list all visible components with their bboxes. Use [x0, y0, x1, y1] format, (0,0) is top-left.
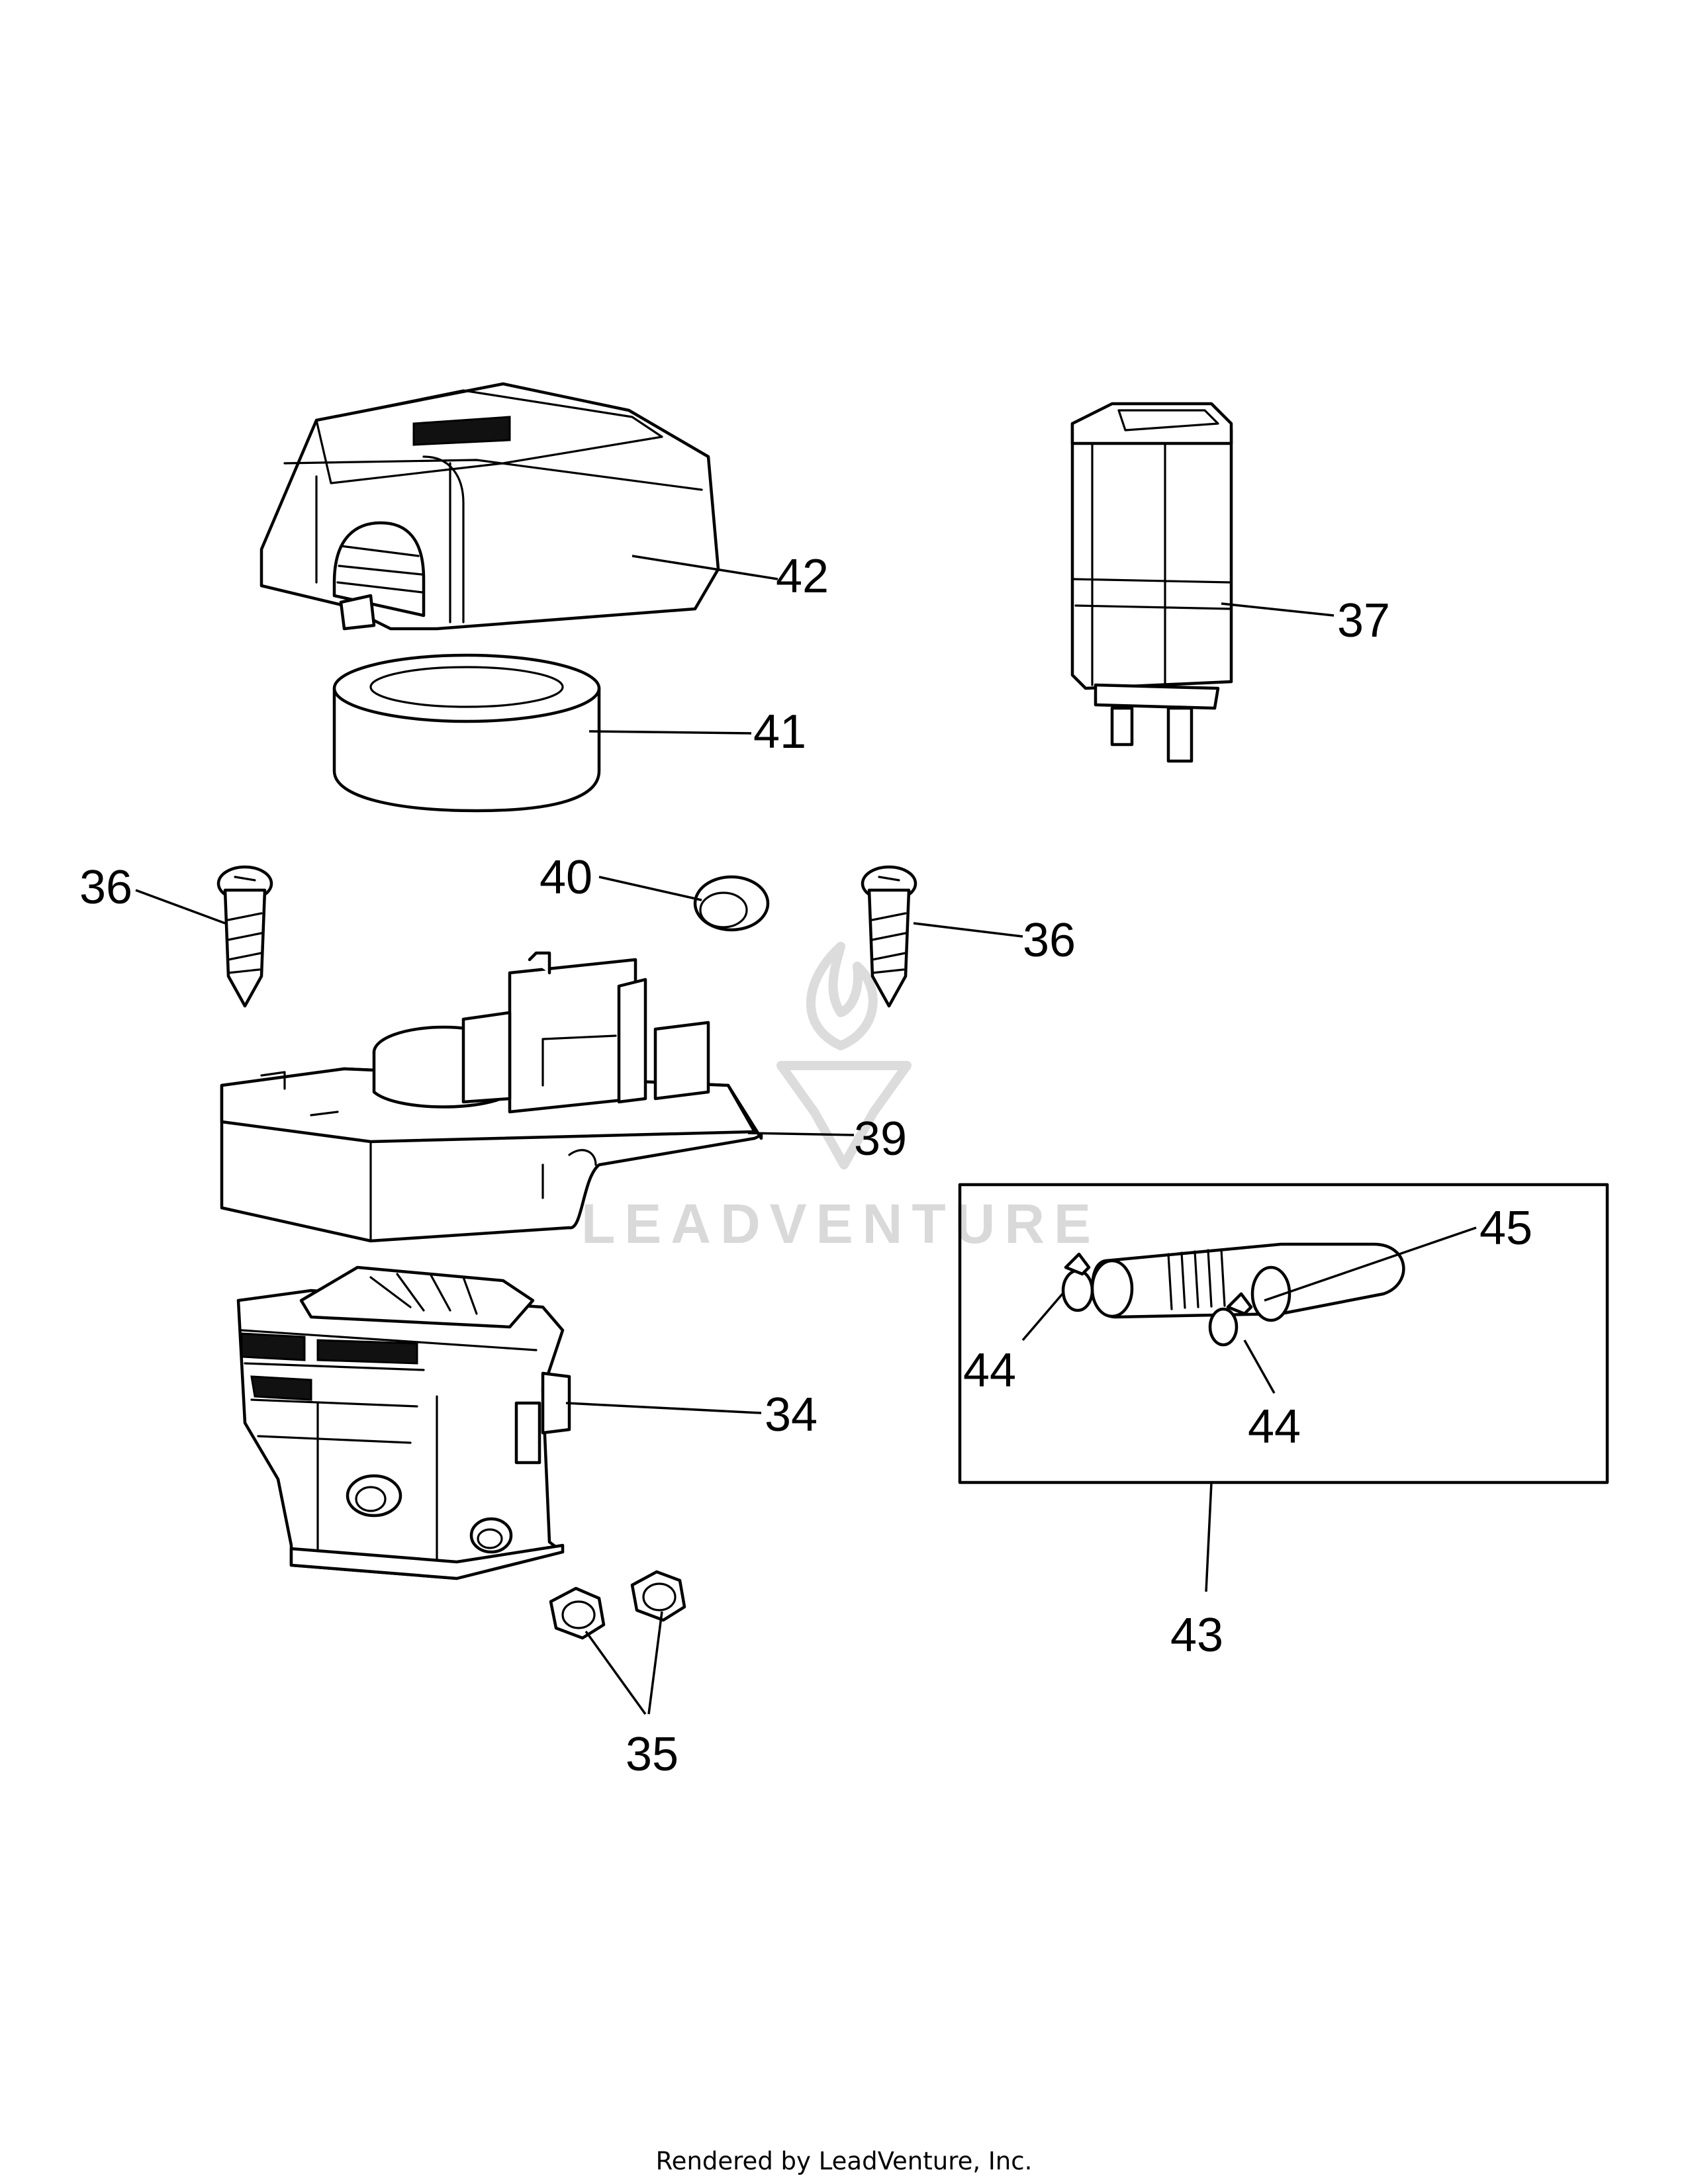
callout-45: 45: [1479, 1202, 1532, 1255]
callout-34: 34: [765, 1388, 818, 1441]
footer-credit: Rendered by LeadVenture, Inc.: [656, 2147, 1033, 2175]
part-34-housing: [236, 1265, 571, 1580]
part-45-hose: [1090, 1242, 1405, 1322]
callout-41: 41: [753, 705, 806, 758]
part-41-foam-filter: [332, 653, 601, 813]
callout-39: 39: [854, 1113, 907, 1165]
callout-44-right: 44: [1248, 1400, 1301, 1453]
leader-lines: [135, 555, 1477, 1715]
part-35-nut-right: [630, 1570, 686, 1622]
part-44-clamp-right: [1208, 1292, 1253, 1347]
callout-42: 42: [776, 550, 829, 603]
part-37-relay: [1070, 402, 1233, 763]
callout-35: 35: [626, 1728, 679, 1781]
watermark-flame-icon: [806, 942, 878, 1050]
watermark: LEADVENTURE: [581, 942, 1100, 1255]
callout-44-left: 44: [963, 1344, 1016, 1397]
kit-43-box: [958, 1183, 1609, 1484]
part-39-filter-base: [220, 951, 763, 1243]
part-40-grommet: [693, 875, 770, 932]
callouts: 42 37 41 40 36 36 39 34 35 45 44 44 43: [79, 550, 1532, 1781]
part-42-air-filter-cover: [259, 382, 720, 631]
part-36-screw-left: [216, 865, 273, 1008]
part-36-screw-right: [861, 865, 917, 1008]
callout-43: 43: [1170, 1609, 1223, 1662]
callout-37: 37: [1337, 594, 1390, 647]
watermark-text: LEADVENTURE: [581, 1193, 1100, 1255]
part-35-nut-left: [549, 1586, 606, 1640]
part-44-clamp-left: [1061, 1252, 1094, 1312]
callout-40: 40: [539, 851, 592, 904]
watermark-v-icon: [776, 1061, 912, 1169]
callout-36-right: 36: [1023, 914, 1076, 967]
callout-36-left: 36: [79, 861, 132, 914]
